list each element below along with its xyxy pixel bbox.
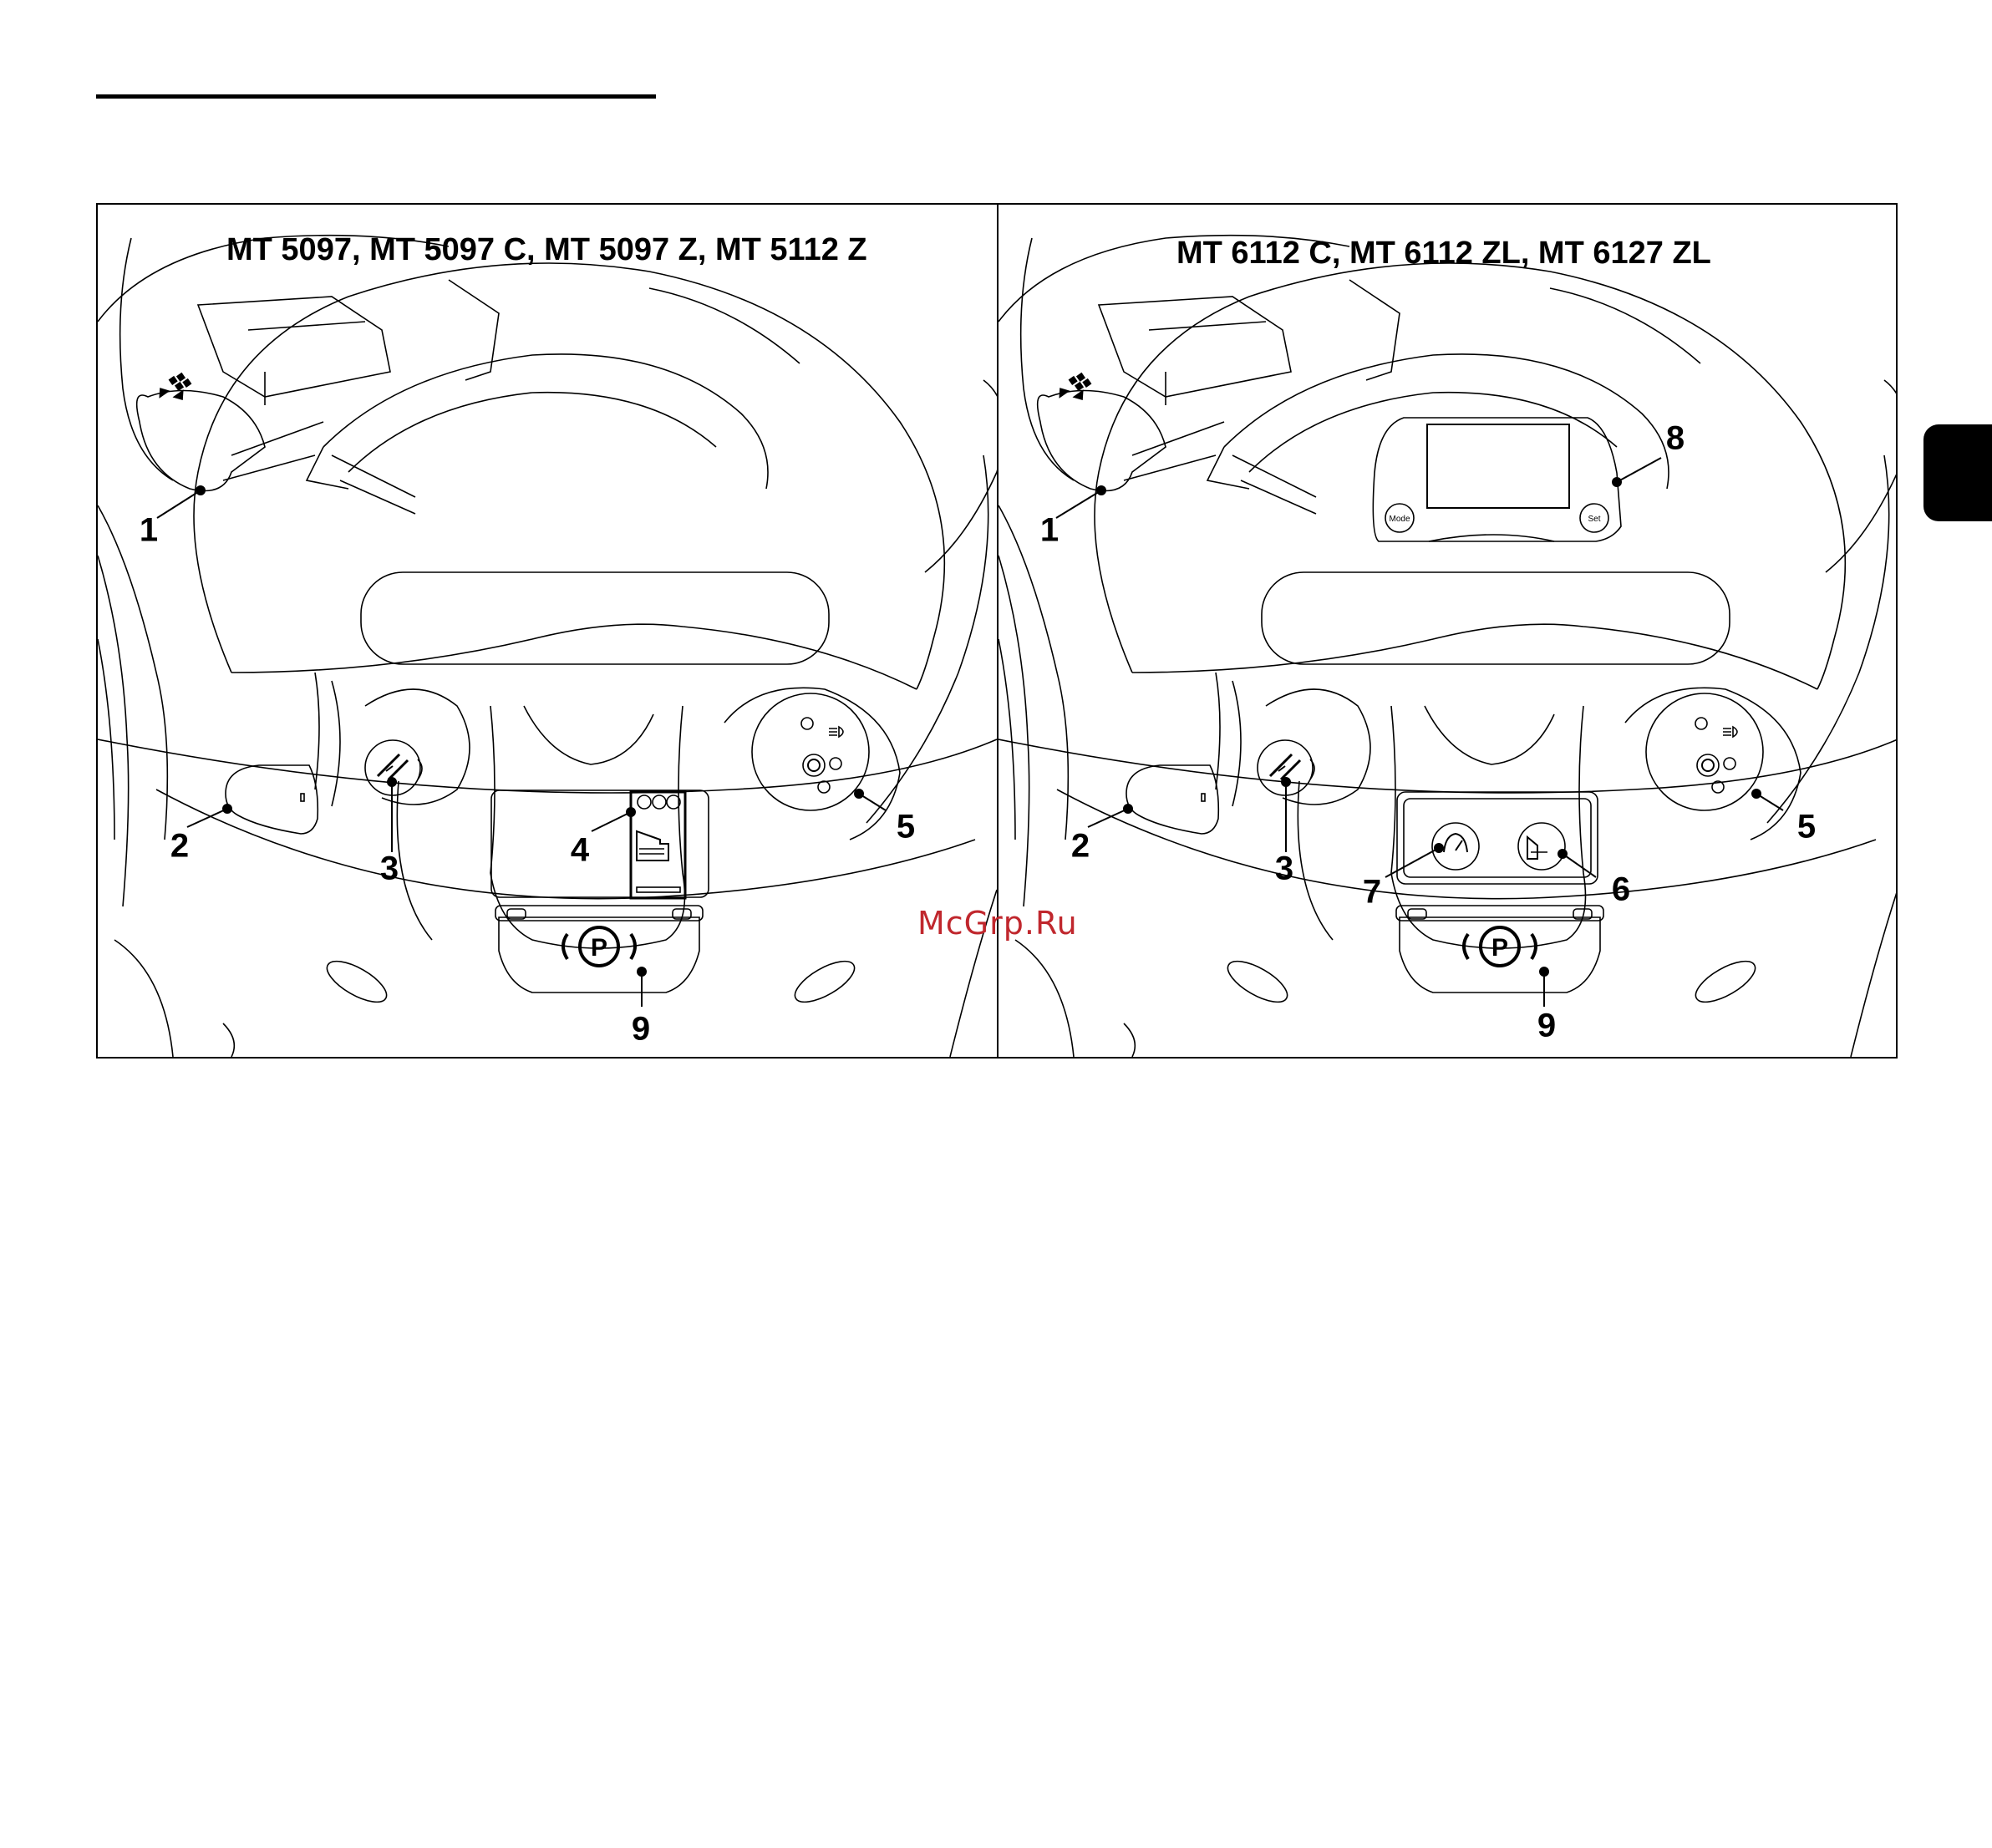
panel-title-left: MT 5097, MT 5097 C, MT 5097 Z, MT 5112 Z (226, 232, 867, 268)
callout-2-right: 2 (1071, 828, 1090, 866)
callout-4-left: 4 (571, 832, 589, 870)
callout-1-left: 1 (140, 512, 158, 550)
callout-3-right: 3 (1275, 850, 1293, 888)
watermark: McGrp.Ru (917, 905, 1078, 942)
callout-1-right: 1 (1040, 512, 1059, 550)
callout-5-left: 5 (897, 809, 915, 846)
callout-7-right: 7 (1363, 874, 1381, 911)
callout-8-right: 8 (1666, 420, 1685, 458)
callout-3-left: 3 (380, 850, 399, 888)
callout-5-right: 5 (1797, 809, 1816, 846)
callout-9-left: 9 (632, 1011, 650, 1048)
callout-9-right: 9 (1537, 1008, 1556, 1045)
callout-2-left: 2 (170, 828, 189, 866)
callout-6-right: 6 (1612, 871, 1630, 909)
panel-title-right: MT 6112 C, MT 6112 ZL, MT 6127 ZL (1176, 236, 1711, 272)
